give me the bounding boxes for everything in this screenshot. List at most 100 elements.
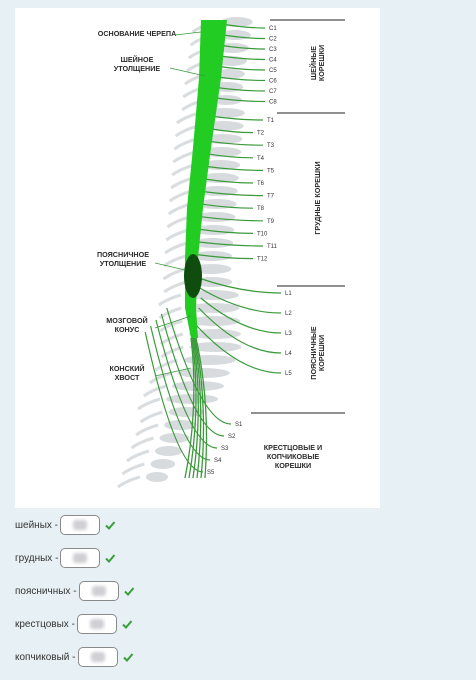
- vertebra: [188, 316, 241, 326]
- segment-label-t10: T10: [257, 231, 268, 237]
- spinous-process: [148, 371, 173, 385]
- spinous-process: [116, 475, 141, 489]
- spinous-process: [162, 267, 186, 281]
- segment-label-l1: L1: [285, 291, 292, 297]
- segment-label-c4: C4: [269, 58, 277, 64]
- spinous-process: [130, 436, 154, 450]
- vertebra: [159, 433, 190, 443]
- spinous-process: [154, 358, 179, 372]
- answer-input[interactable]: [78, 581, 119, 601]
- vertebra: [145, 472, 169, 482]
- segment-label-c6: C6: [269, 79, 277, 85]
- answer-row-coccygeal: копчиковый -: [15, 645, 134, 669]
- segment-label-t2: T2: [257, 131, 265, 137]
- segment-label-l3: L3: [285, 331, 292, 337]
- segment-label-c8: C8: [269, 100, 277, 106]
- spinous-process: [157, 293, 182, 307]
- label-cervical-roots-2: КОРЕШКИ: [317, 45, 326, 81]
- spinal-nerve-s4: [150, 325, 211, 461]
- spinous-process: [143, 384, 167, 398]
- answer-label: крестцовых -: [15, 618, 75, 630]
- check-icon: [122, 620, 133, 629]
- spinal-nerve-t11: [198, 241, 264, 247]
- check-icon: [122, 653, 133, 662]
- spinous-process: [126, 449, 150, 463]
- answer-label: грудных -: [15, 552, 59, 564]
- spinous-process: [166, 215, 190, 229]
- answer-input[interactable]: [76, 614, 117, 634]
- segment-label-l2: L2: [285, 311, 292, 317]
- cauda-equina-strand: [194, 337, 205, 479]
- spinal-nerve-l5: [189, 317, 282, 374]
- segment-label-t3: T3: [267, 143, 275, 149]
- spinal-nerve-l2: [199, 287, 282, 314]
- cauda-equina-strand: [195, 337, 208, 479]
- answer-row-thoracic: грудных -: [15, 546, 116, 570]
- spinal-nerve-t8: [202, 203, 254, 209]
- answer-row-cervical: шейных -: [15, 513, 116, 537]
- answer-input[interactable]: [60, 548, 101, 568]
- segment-label-t8: T8: [257, 206, 265, 212]
- label-cauda-1: КОНСКИЙ: [109, 364, 144, 373]
- answer-label: копчиковый -: [15, 651, 76, 663]
- segment-label-t4: T4: [257, 156, 265, 162]
- label-cauda-2: ХВОСТ: [115, 373, 140, 382]
- segment-label-t12: T12: [257, 257, 268, 263]
- spinal-nerve-l3: [200, 297, 282, 334]
- label-cervical-enlargement-2: УТОЛЩЕНИЕ: [114, 64, 161, 73]
- answer-input[interactable]: [60, 515, 100, 535]
- spinous-process: [163, 280, 187, 294]
- spinous-process: [158, 306, 182, 320]
- cauda-equina-strand: [193, 337, 202, 479]
- answer-row-sacral: крестцовых -: [15, 612, 133, 636]
- vertebra: [199, 173, 239, 183]
- segment-label-s2: S2: [228, 434, 236, 440]
- segment-label-t7: T7: [267, 194, 275, 200]
- segment-label-s4: S4: [214, 458, 222, 464]
- segment-labels: C1C2C3C4C5C6C7C8T1T2T3T4T5T6T7T8T9T10T11…: [207, 26, 292, 476]
- spinal-nerve-t9: [201, 216, 264, 222]
- spinous-process: [135, 423, 159, 437]
- spinal-nerve-l1: [198, 277, 282, 294]
- segment-label-c2: C2: [269, 37, 277, 43]
- check-icon: [123, 587, 134, 596]
- spinal-nerve-t4: [206, 153, 254, 159]
- spinal-nerve-s3: [155, 319, 218, 449]
- lumbar-enlargement: [184, 254, 202, 298]
- spinal-nerve-t10: [199, 228, 254, 234]
- label-sacral-3: КОРЕШКИ: [275, 461, 311, 470]
- cauda-equina-strand: [192, 337, 199, 479]
- label-conus-1: МОЗГОВОЙ: [106, 316, 147, 325]
- spinal-nerve-s5: [144, 331, 204, 473]
- label-sacral-2: КОПЧИКОВЫЕ: [267, 452, 320, 461]
- segment-label-s5: S5: [207, 470, 215, 476]
- spinous-process: [165, 228, 189, 242]
- spinous-process: [159, 332, 184, 346]
- vertebra: [150, 459, 176, 469]
- label-skull-base: ОСНОВАНИЕ ЧЕРЕПА: [98, 29, 177, 38]
- spinous-process: [164, 241, 188, 255]
- label-lumbar-enlargement-1: ПОЯСНИЧНОЕ: [97, 250, 149, 259]
- segment-label-l5: L5: [285, 371, 292, 377]
- label-cervical-roots-1: ШЕЙНЫЕ: [309, 46, 318, 80]
- segment-label-t11: T11: [267, 244, 278, 250]
- spinous-process: [121, 462, 145, 476]
- answer-label: шейных -: [15, 519, 58, 531]
- spinal-nerve-l4: [198, 307, 282, 354]
- segment-label-t9: T9: [267, 219, 275, 225]
- spinous-process: [139, 410, 164, 424]
- leader-lines: [154, 31, 206, 377]
- vertebra: [183, 355, 236, 365]
- segment-label-s1: S1: [235, 422, 243, 428]
- answer-input[interactable]: [77, 647, 118, 667]
- segment-label-c1: C1: [269, 26, 277, 32]
- segment-label-t5: T5: [267, 168, 275, 174]
- answer-row-lumbar: поясничных -: [15, 579, 135, 603]
- spinous-process: [137, 397, 161, 411]
- label-lumbar-roots-2: КОРЕШКИ: [317, 335, 326, 371]
- spinal-nerve-t5: [205, 165, 264, 171]
- spinal-nerve-t12: [196, 254, 254, 260]
- spinal-nerve-t7: [203, 191, 264, 197]
- check-icon: [105, 554, 116, 563]
